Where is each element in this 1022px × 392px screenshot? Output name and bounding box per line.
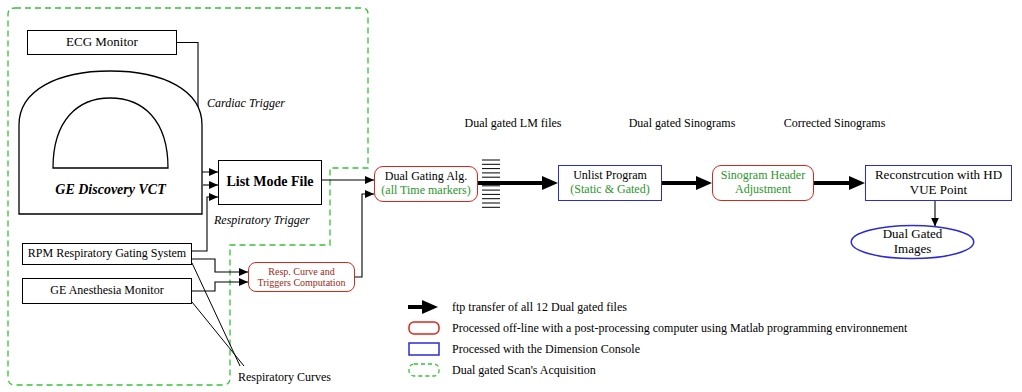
node-text: Dual Gated Images bbox=[864, 227, 961, 257]
legend-text: Dual gated Scan's Acquisition bbox=[452, 362, 596, 378]
node-text: List Mode File bbox=[226, 174, 313, 190]
file-line bbox=[482, 194, 500, 195]
edge-label: Cardiac Trigger bbox=[205, 96, 287, 110]
signal-arrow bbox=[322, 179, 374, 180]
node-text: GE Discovery VCT bbox=[55, 182, 165, 198]
note-label: Respiratory Curves bbox=[236, 370, 333, 384]
process-box: List Mode File bbox=[218, 160, 322, 205]
file-line bbox=[482, 190, 500, 191]
node-text: Reconstrcution with HD VUE Point bbox=[870, 168, 1007, 198]
file-line bbox=[482, 160, 500, 161]
ellipse-shape bbox=[851, 225, 974, 258]
file-line bbox=[482, 203, 500, 204]
scanner-node: GE Discovery VCT bbox=[18, 70, 203, 215]
file-line bbox=[482, 172, 500, 173]
edge-label: Corrected Sinograms bbox=[782, 116, 888, 130]
process-box: Reconstrcution with HD VUE Point bbox=[865, 165, 1012, 201]
legend-sample bbox=[409, 343, 439, 355]
file-line bbox=[482, 185, 500, 186]
process-box: Sinogram Header Adjustment bbox=[712, 165, 814, 201]
process-box: Resp. Curve and Triggers Computation bbox=[248, 262, 355, 292]
legend-sample bbox=[409, 364, 439, 376]
file-line bbox=[482, 164, 500, 165]
signal-arrow bbox=[203, 184, 218, 185]
legend-text: Processed off-line with a post-processin… bbox=[452, 320, 907, 336]
signal-arrow bbox=[934, 201, 935, 227]
legend-arrow bbox=[408, 305, 428, 309]
transfer-arrow bbox=[814, 181, 855, 185]
node-text: Sinogram Header Adjustment bbox=[717, 169, 809, 197]
output-ellipse: Dual Gated Images bbox=[850, 224, 975, 260]
edge-label: Dual gated LM files bbox=[463, 116, 564, 130]
file-line bbox=[482, 198, 500, 199]
signal-arrow bbox=[192, 282, 248, 291]
node-text: GE Anesthesia Monitor bbox=[50, 284, 163, 298]
legend-sample bbox=[409, 322, 439, 334]
transfer-arrow bbox=[478, 181, 548, 185]
gantry-bore bbox=[53, 98, 168, 168]
file-line bbox=[482, 177, 500, 178]
leader-line bbox=[192, 302, 244, 366]
process-box: RPM Respiratory Gating System bbox=[22, 243, 192, 265]
node-text: (Static & Gated) bbox=[570, 183, 649, 197]
node-text: ECG Monitor bbox=[66, 35, 138, 50]
process-box: ECG Monitor bbox=[27, 30, 177, 55]
transfer-arrow bbox=[662, 181, 702, 185]
edge-label: Respiratory Trigger bbox=[212, 213, 312, 227]
node-text: Resp. Curve and Triggers Computation bbox=[253, 266, 350, 289]
signal-arrow bbox=[192, 259, 248, 272]
signal-arrow bbox=[355, 194, 374, 277]
process-box: Dual Gating Alg.(all Time markers) bbox=[374, 166, 478, 202]
edge-label: Dual gated Sinograms bbox=[627, 116, 738, 130]
node-text: (all Time markers) bbox=[381, 184, 470, 198]
legend-text: ftp transfer of all 12 Dual gated files bbox=[452, 299, 627, 315]
acquisition-region bbox=[8, 8, 368, 385]
leader-line bbox=[192, 263, 240, 366]
gantry-outline bbox=[19, 71, 202, 214]
legend-text: Processed with the Dimension Console bbox=[452, 341, 640, 357]
node-text: Dual Gating Alg. bbox=[385, 170, 467, 184]
node-text: RPM Respiratory Gating System bbox=[28, 247, 186, 261]
file-line bbox=[482, 168, 500, 169]
file-line bbox=[482, 207, 500, 208]
process-box: GE Anesthesia Monitor bbox=[22, 278, 192, 304]
process-box: Unlist Program(Static & Gated) bbox=[558, 165, 662, 201]
node-text: Unlist Program bbox=[573, 169, 647, 183]
